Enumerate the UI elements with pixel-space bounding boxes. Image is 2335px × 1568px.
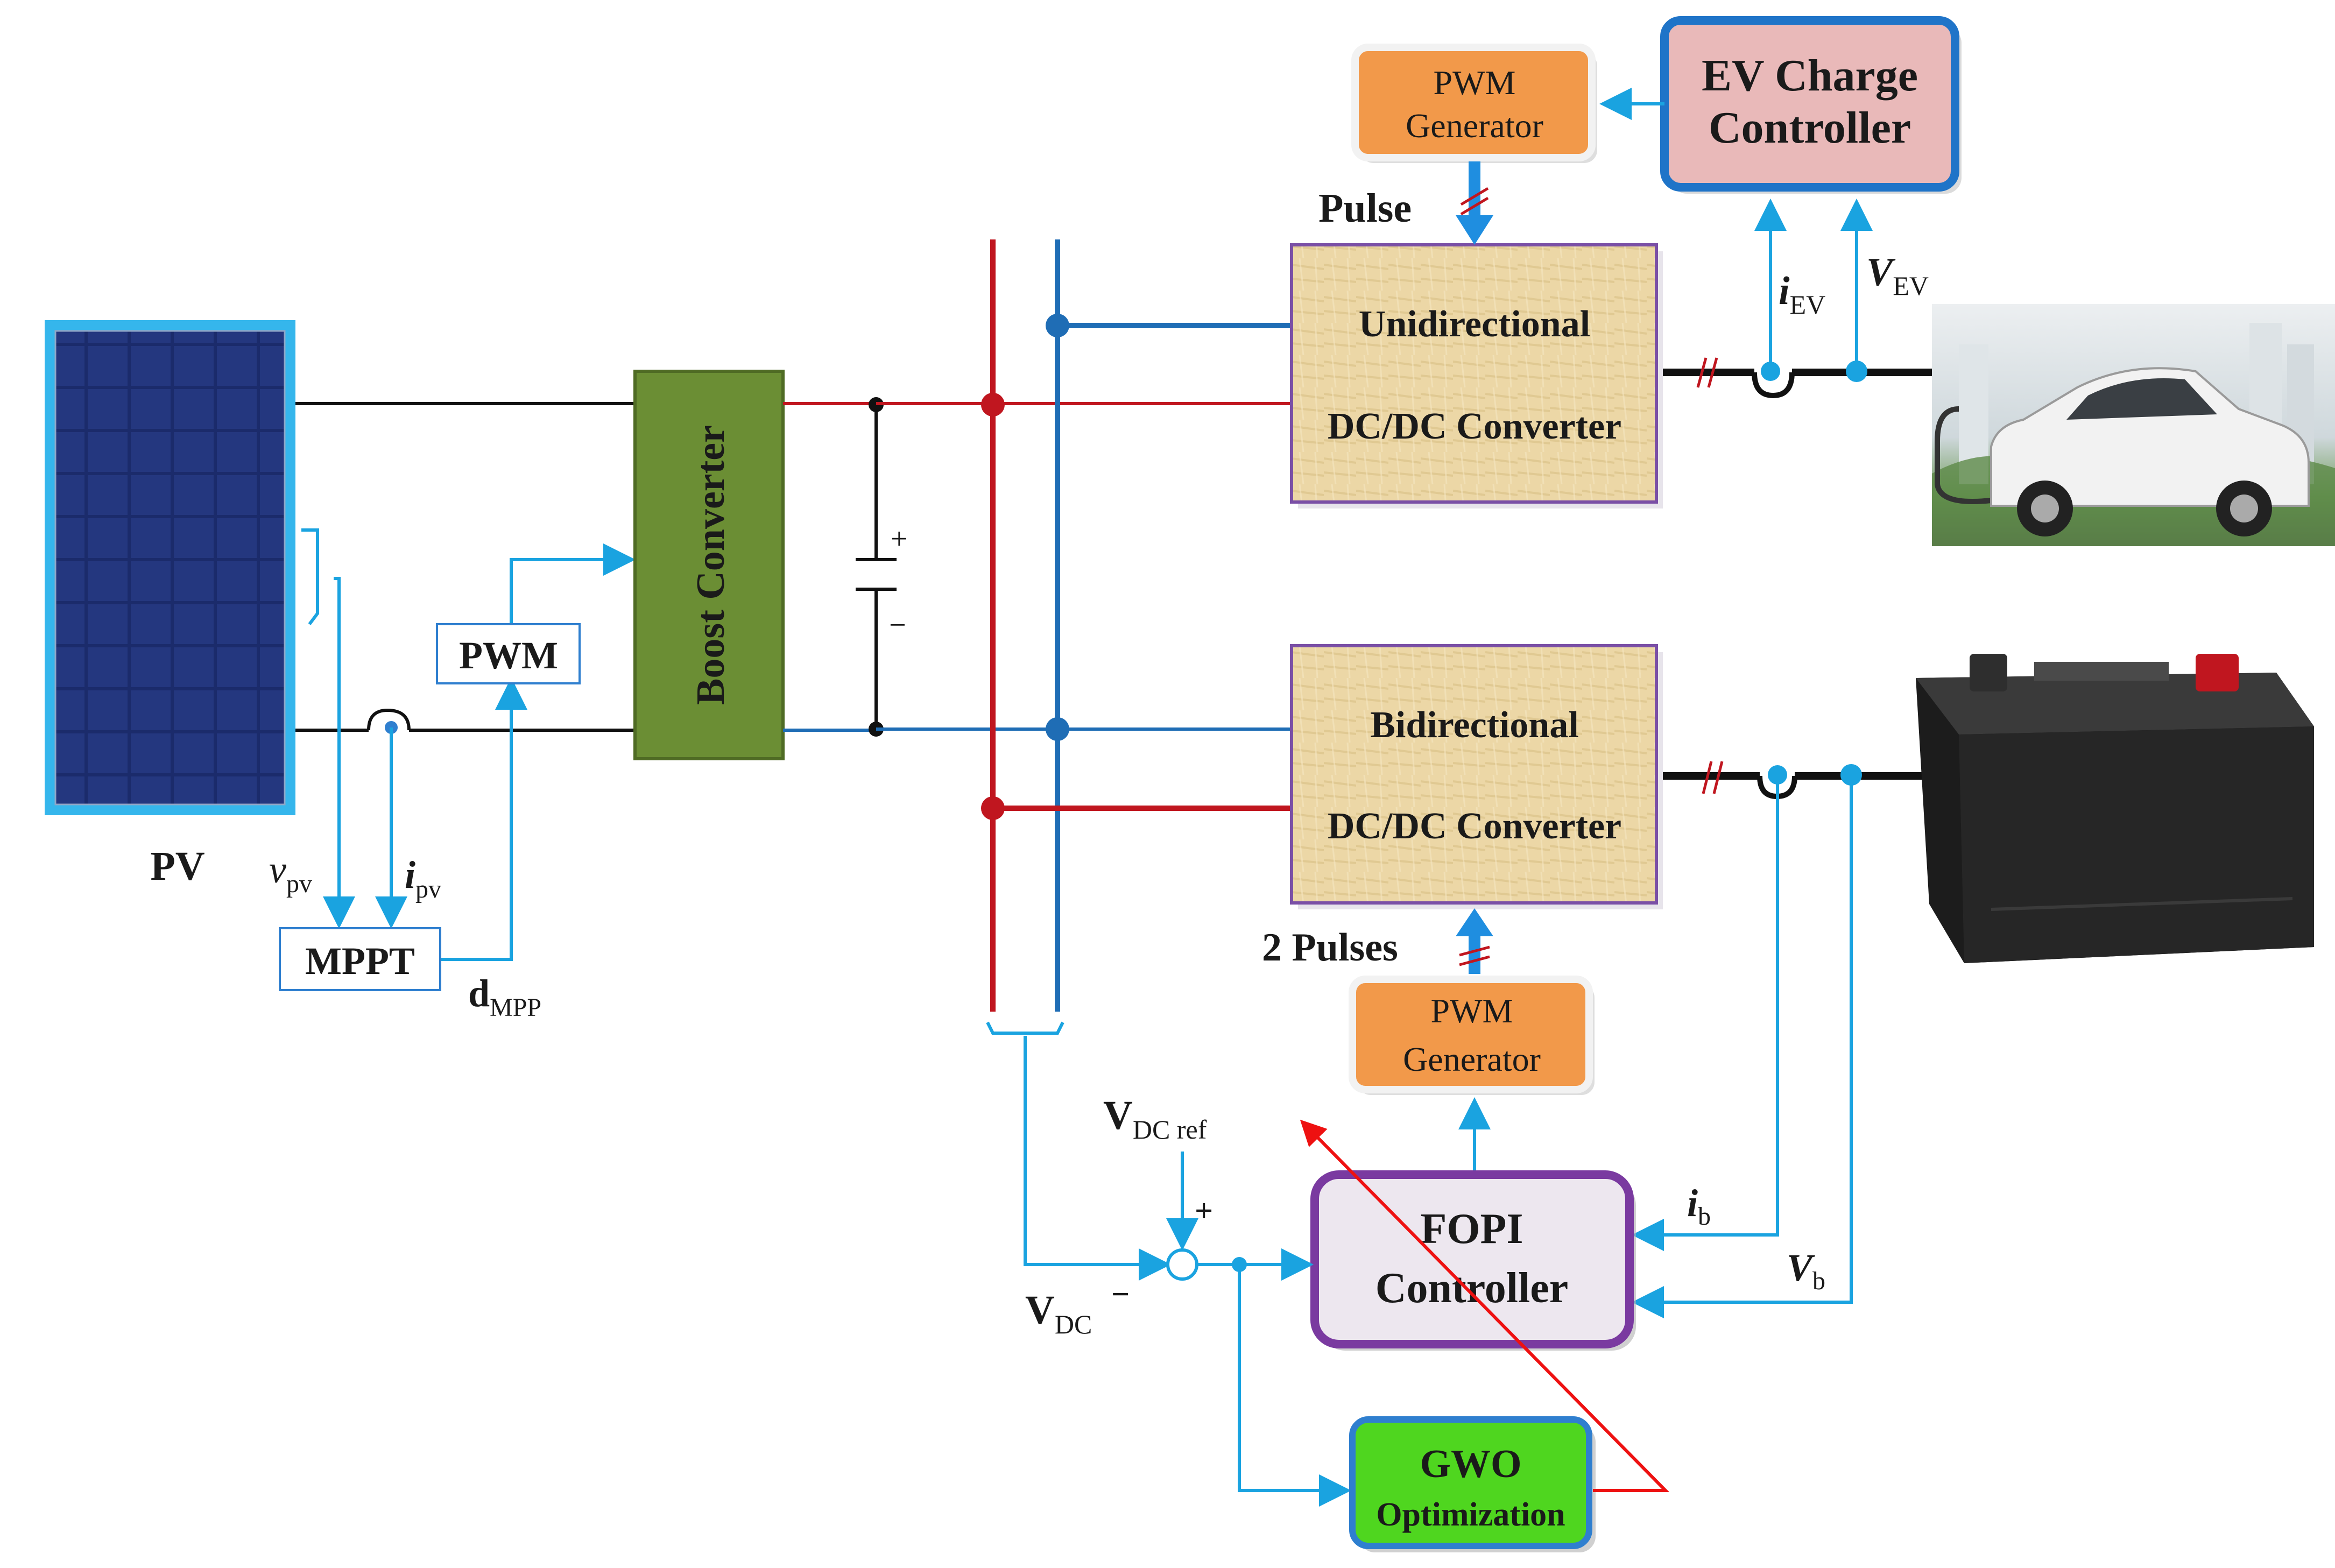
vdc-label: VDC	[1025, 1288, 1092, 1339]
fopi-label-1: FOPI	[1420, 1205, 1523, 1253]
d-mpp-label: dMPP	[468, 972, 541, 1022]
pwm-generator-bottom-label-1: PWM	[1431, 992, 1513, 1030]
bidirectional-converter-block	[1290, 644, 1658, 905]
dc-bus	[981, 239, 1069, 1012]
unidirectional-converter-label-2: DC/DC Converter	[1328, 406, 1621, 447]
pwm-generator-bottom-label-2: Generator	[1403, 1040, 1541, 1078]
sum-plus: +	[1195, 1193, 1213, 1228]
pwm-generator-top-block	[1351, 44, 1596, 161]
unidirectional-converter-block	[1290, 243, 1658, 504]
fopi-label-2: Controller	[1375, 1265, 1568, 1312]
dc-link-capacitor	[856, 405, 897, 729]
mppt-label: MPPT	[305, 940, 415, 983]
pv-panel	[45, 320, 319, 815]
ev-controller-label-2: Controller	[1709, 103, 1911, 153]
boost-converter-block	[633, 370, 785, 760]
pwm-generator-bottom-block	[1349, 976, 1593, 1093]
pv-label: PV	[150, 844, 204, 889]
battery-icon	[1916, 654, 2314, 963]
pwm-generator-top-label-1: PWM	[1434, 63, 1516, 102]
capacitor-minus: −	[889, 609, 906, 642]
v-b-label: Vb	[1787, 1246, 1825, 1295]
vdc-ref-label: VDC ref	[1103, 1093, 1207, 1145]
pulse-label: Pulse	[1318, 186, 1412, 231]
i-pv-label: ipv	[405, 853, 441, 903]
ev-controller-label-1: EV Charge	[1702, 51, 1918, 101]
gwo-label-2: Optimization	[1376, 1496, 1565, 1533]
i-b-label: ib	[1687, 1182, 1711, 1231]
v-ev-label: VEV	[1866, 250, 1929, 301]
boost-converter-label: Boost Converter	[689, 425, 733, 705]
sum-minus: −	[1111, 1276, 1130, 1312]
mppt-block	[279, 927, 441, 991]
pwm-pv-label: PWM	[459, 634, 558, 677]
gwo-optimization-block	[1349, 1416, 1592, 1549]
capacitor-plus: +	[891, 522, 908, 556]
gwo-label-1: GWO	[1420, 1442, 1521, 1486]
summing-junction	[1166, 1248, 1198, 1281]
i-ev-label: iEV	[1779, 269, 1825, 320]
pwm-pv-block	[436, 623, 581, 684]
pwm-generator-top-label-2: Generator	[1406, 107, 1543, 145]
bidirectional-converter-label-1: Bidirectional	[1370, 704, 1579, 746]
unidirectional-converter-label-1: Unidirectional	[1359, 303, 1590, 345]
v-pv-label: vpv	[269, 848, 312, 898]
fopi-controller-block	[1310, 1170, 1634, 1348]
two-pulses-label: 2 Pulses	[1262, 926, 1398, 970]
bidirectional-converter-label-2: DC/DC Converter	[1328, 806, 1621, 847]
electric-car-icon	[1932, 304, 2335, 546]
